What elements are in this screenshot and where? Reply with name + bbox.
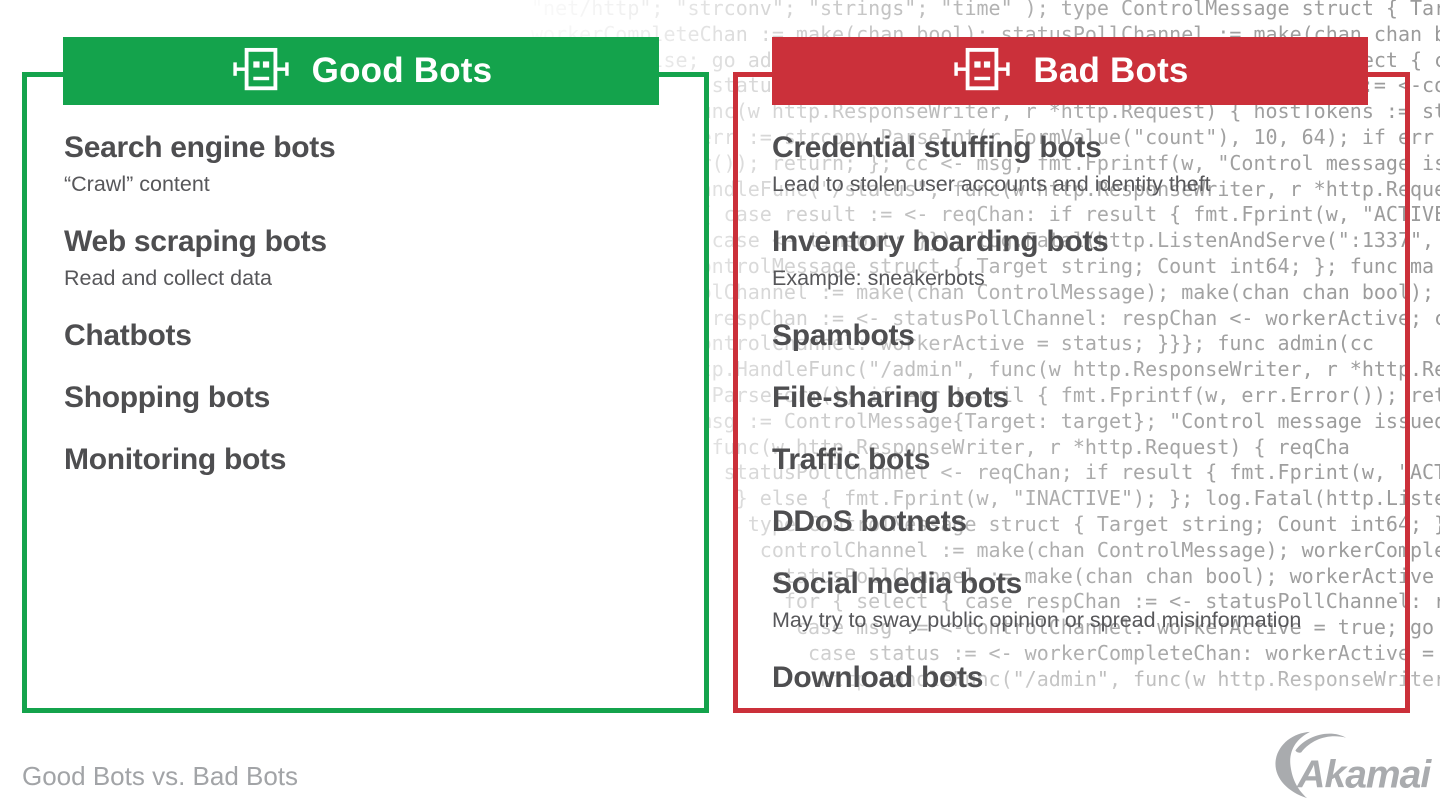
good-bots-header: Good Bots bbox=[63, 37, 659, 105]
bot-type-title: Monitoring bots bbox=[64, 443, 287, 476]
list-item: Chatbots bbox=[64, 317, 664, 354]
bot-type-description: Read and collect data bbox=[64, 266, 272, 290]
list-item: DDoS botnets bbox=[772, 503, 1412, 540]
bot-type-title: Web scraping bots bbox=[64, 225, 327, 258]
bot-type-title: Credential stuffing bots bbox=[772, 131, 1102, 164]
good-bots-panel bbox=[22, 72, 709, 713]
bot-type-title: Spambots bbox=[772, 319, 915, 352]
bot-type-title: Shopping bots bbox=[64, 381, 271, 414]
good-bots-title: Good Bots bbox=[311, 51, 493, 90]
bot-type-title: DDoS botnets bbox=[772, 505, 967, 538]
bot-type-description: Example: sneakerbots bbox=[772, 266, 985, 290]
bot-type-title: Search engine bots bbox=[64, 131, 336, 164]
list-item: Traffic bots bbox=[772, 441, 1412, 478]
list-item: Search engine bots “Crawl” content bbox=[64, 129, 664, 198]
robot-icon bbox=[233, 47, 289, 91]
bad-bots-header: Bad Bots bbox=[772, 37, 1368, 105]
bot-type-title: Social media bots bbox=[772, 567, 1022, 600]
list-item: Spambots bbox=[772, 317, 1412, 354]
list-item: Monitoring bots bbox=[64, 441, 664, 478]
akamai-logo: Akamai bbox=[1275, 731, 1432, 799]
logo-swoosh bbox=[1295, 733, 1347, 753]
bot-type-title: Traffic bots bbox=[772, 443, 931, 476]
list-item: Shopping bots bbox=[64, 379, 664, 416]
robot-icon bbox=[954, 47, 1011, 91]
logo-wordmark: Akamai bbox=[1296, 753, 1432, 796]
bot-type-description: May try to sway public opinion or spread… bbox=[772, 608, 1302, 632]
bot-type-description: Lead to stolen user accounts and identit… bbox=[772, 172, 1211, 196]
footer-caption: Good Bots vs. Bad Bots bbox=[22, 761, 299, 791]
logo-crescent bbox=[1275, 731, 1310, 799]
list-item: Download bots bbox=[772, 659, 1412, 696]
bot-type-title: Inventory hoarding bots bbox=[772, 225, 1109, 258]
bot-type-description: “Crawl” content bbox=[64, 172, 210, 196]
bot-type-title: File-sharing bots bbox=[772, 381, 1009, 414]
bot-type-title: Chatbots bbox=[64, 319, 192, 352]
bot-type-title: Download bots bbox=[772, 661, 984, 694]
bad-bots-title: Bad Bots bbox=[1033, 51, 1189, 90]
list-item: File-sharing bots bbox=[772, 379, 1412, 416]
